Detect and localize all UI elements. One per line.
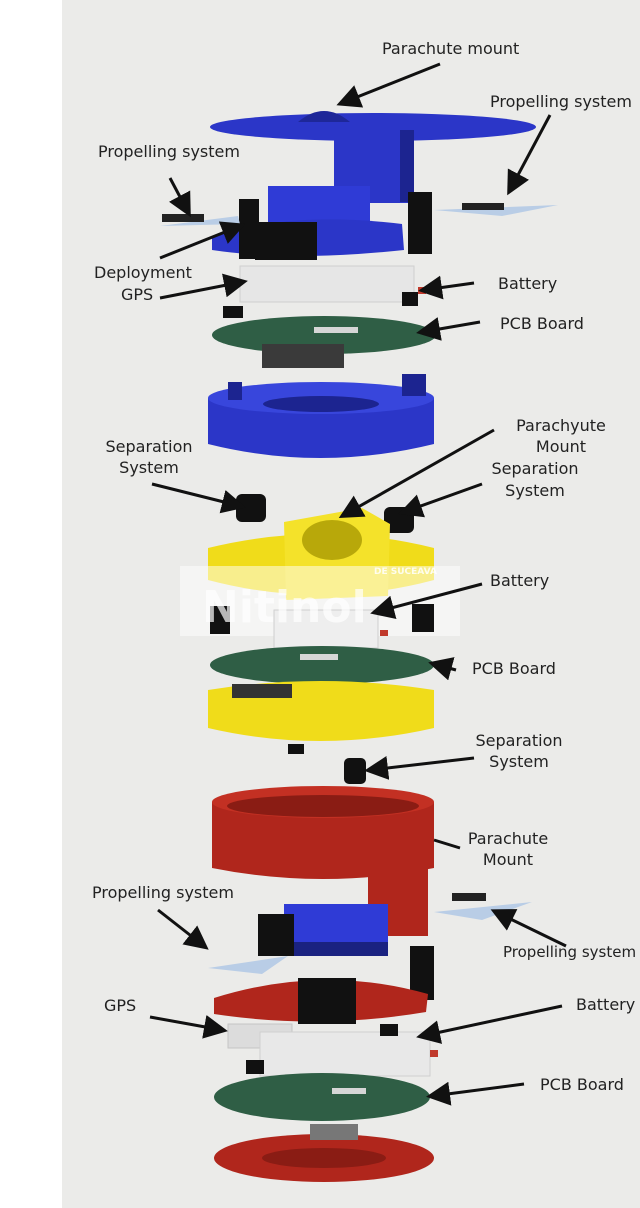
separation-clip-left [236,494,266,522]
label-battery-bottom: Battery [576,995,636,1014]
red-base-connector [310,1124,358,1140]
label-gps-bottom: GPS [104,996,137,1015]
bottom-motor-left [258,914,294,956]
arrow-propelling-lower-right [490,909,567,948]
label-separation-left-line1: Separation [105,437,193,456]
label-parachyute-mount-line1: Parachyute [516,416,606,435]
label-parachute-mount-top: Parachute mount [382,39,520,58]
watermark-logo: Nitinol [202,582,367,633]
top-housing-tab-left [228,382,242,400]
middle-standoff-right [412,604,434,632]
arrow-propelling-lower-left [157,908,209,950]
arrow-pcb-bottom [426,1081,525,1106]
bottom-motor-center [298,978,356,1024]
top-pcb-header [314,327,358,333]
label-separation-lower-line1: Separation [475,731,563,750]
top-motor-mid [255,222,317,260]
top-pcb-chip [262,344,344,368]
label-pcb-board-top: PCB Board [500,314,584,333]
arrow-parachute-mount-top [336,62,441,108]
arrow-pcb-top [416,317,481,341]
middle-pcb [210,646,434,684]
yellow-lower-chip [232,684,292,698]
top-housing-ring-hole [263,396,379,412]
arrow-battery-middle [370,582,483,620]
label-separation-right-line2: System [505,481,565,500]
bottom-battery [259,1031,431,1077]
arrow-pcb-middle [428,657,457,681]
middle-module [180,494,460,784]
exploded-assembly-drawing [149,62,567,1182]
separation-clip-lower [344,758,366,784]
bottom-prop-arm-right [452,893,486,901]
bottom-standoff-right [380,1024,398,1036]
top-motor-left [239,199,259,259]
arrow-gps-bottom [149,1014,228,1039]
bottom-propeller-left [208,956,288,974]
bottom-propeller-right [434,902,532,920]
label-battery-top: Battery [498,274,558,293]
top-column-side [400,130,414,202]
label-propelling-system-lower-left: Propelling system [92,883,234,902]
top-prop-arm-left [162,214,204,222]
bottom-standoff-left [246,1060,264,1074]
bottom-pcb-header [332,1088,366,1094]
arrow-separation-lower [364,756,475,780]
label-pcb-board-middle: PCB Board [472,659,556,678]
arrow-deployment [159,221,246,260]
watermark-text: DE SUCEAVA [374,567,437,577]
red-base-disc-recess [262,1148,386,1168]
arrow-separation-left [151,482,246,514]
top-motor-right [408,192,432,254]
middle-battery-connector [380,630,388,636]
arrow-parachute-mount-lower [433,838,461,850]
top-battery [239,265,415,303]
label-separation-left-line2: System [119,458,179,477]
top-parachute-hook [298,111,350,122]
leader-arrows [149,62,567,1106]
arrow-battery-top [418,275,475,300]
bottom-servo-shadow [284,942,388,956]
arrow-separation-right [398,482,483,518]
red-cylinder-inner [227,795,419,817]
label-separation-right-line1: Separation [491,459,579,478]
top-parachute-plate [210,113,536,141]
bottom-battery-connector [430,1050,438,1057]
middle-standoff-left [210,606,230,634]
middle-pcb-header [300,654,338,660]
top-housing-tab-right [402,374,426,396]
bottom-pcb [214,1073,430,1121]
arrow-parachyute-mount [338,428,495,518]
arrow-propelling-top-right [507,114,552,196]
diagram-canvas: DE SUCEAVA Nitinol Parachute mount Prope… [62,0,640,1208]
label-parachute-mount-lower-line1: Parachute [467,829,549,848]
top-prop-arm-right [462,203,504,210]
arrow-propelling-top-left [168,177,191,218]
label-propelling-system-lower-right: Propelling system [503,943,637,961]
yellow-mount-hole [302,520,362,560]
label-battery-middle: Battery [490,571,550,590]
top-standoff-2 [402,292,418,306]
label-deployment: Deployment [94,263,192,282]
label-separation-lower-line2: System [489,752,549,771]
label-parachyute-mount-line2: Mount [535,437,587,456]
bottom-module [208,786,532,1182]
label-pcb-board-bottom: PCB Board [540,1075,624,1094]
arrow-battery-bottom [416,1004,563,1044]
yellow-lower-foot [288,744,304,754]
label-parachute-mount-lower-line2: Mount [482,850,534,869]
label-gps-top: GPS [121,285,154,304]
arrow-gps-top [159,273,248,300]
top-standoff [223,306,243,318]
middle-battery [273,609,379,649]
top-propeller-right [434,205,558,216]
label-propelling-system-top-right: Propelling system [490,92,632,111]
label-propelling-system-top-left: Propelling system [98,142,240,161]
top-module [160,111,558,458]
